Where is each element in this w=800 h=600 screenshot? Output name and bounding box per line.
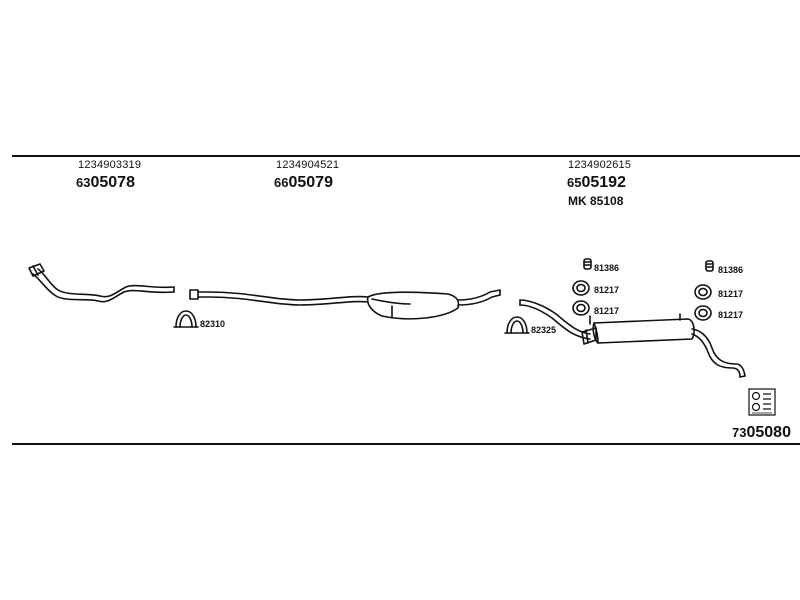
front-pipe: [28, 263, 175, 303]
hanger-label-left: 81386: [594, 263, 620, 273]
ring-label-left-2: 81217: [594, 306, 620, 316]
ring-right-2-icon: [694, 305, 712, 321]
part-number-front-pipe: 6305078: [76, 174, 135, 191]
hanger-left-icon: [583, 258, 592, 270]
ring-label-right-2: 81217: [718, 310, 744, 320]
hanger-right-icon: [705, 260, 714, 272]
mounting-kit-number: MK 85108: [568, 194, 624, 208]
clamp-1-icon: [173, 310, 199, 328]
clamp-label-1: 82310: [200, 319, 226, 329]
top-divider: [12, 155, 800, 157]
hanger-label-right: 81386: [718, 265, 744, 275]
ring-label-right-1: 81217: [718, 289, 744, 299]
part-number-rear-silencer: 6505192: [567, 174, 626, 191]
ring-right-1-icon: [694, 284, 712, 300]
ring-label-left-1: 81217: [594, 285, 620, 295]
oe-number-middle-pipe: 1234904521: [276, 159, 340, 171]
oe-number-front-pipe: 1234903319: [78, 159, 142, 171]
clamp-2-icon: [504, 316, 530, 334]
rear-silencer: [519, 299, 746, 378]
bottom-divider: [12, 443, 800, 445]
middle-pipe: [189, 289, 501, 320]
ring-left-2-icon: [572, 300, 590, 316]
clamp-label-2: 82325: [531, 325, 557, 335]
mounting-kit-icon: [748, 388, 776, 416]
kit-part-number: 7305080: [732, 424, 791, 441]
oe-number-rear-silencer: 1234902615: [568, 159, 632, 171]
part-number-middle-pipe: 6605079: [274, 174, 333, 191]
ring-left-1-icon: [572, 280, 590, 296]
